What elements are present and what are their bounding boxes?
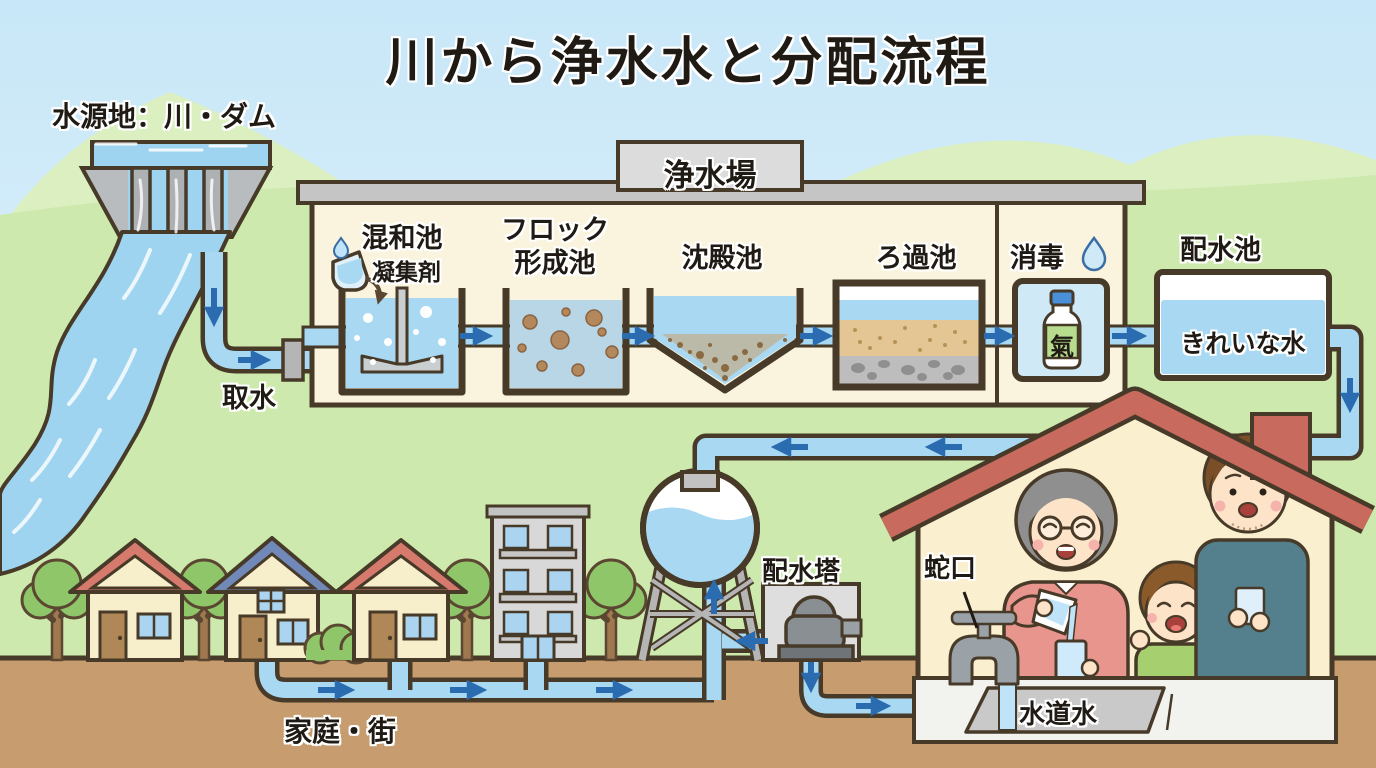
mixing-tank bbox=[331, 236, 466, 396]
faucet-label: 蛇口 bbox=[924, 554, 977, 584]
pump bbox=[777, 595, 863, 662]
kitchen-counter bbox=[912, 676, 1338, 744]
tap-water-label: 水道水 bbox=[1018, 700, 1097, 730]
distribution-pipe bbox=[692, 324, 1364, 486]
roof bbox=[879, 386, 1376, 542]
page-title: 川から浄水水と分配流程 bbox=[385, 33, 991, 93]
door bbox=[238, 614, 268, 662]
faucet bbox=[948, 591, 1020, 731]
town-label: 家庭・街 bbox=[284, 715, 397, 748]
filtration-tank bbox=[832, 279, 986, 391]
plant-sign bbox=[616, 140, 804, 192]
chlorine-bottle bbox=[1042, 289, 1082, 370]
house-2 bbox=[206, 536, 338, 662]
flow-arrows bbox=[203, 288, 1361, 717]
floc-basin-label: フロック 形成池 bbox=[492, 214, 618, 280]
water-source-label: 水源地：川・ダム bbox=[52, 100, 277, 133]
coagulant-cup bbox=[331, 236, 388, 305]
plant-sign-label: 浄水場 bbox=[663, 158, 757, 194]
dam bbox=[78, 140, 274, 240]
house-3 bbox=[334, 538, 468, 662]
disinfection-unit bbox=[1012, 235, 1110, 382]
bubbles bbox=[354, 306, 446, 365]
sedimentation-tank bbox=[646, 288, 804, 394]
woman bbox=[1002, 468, 1130, 691]
faucet-pointer-line bbox=[962, 591, 979, 629]
filtration-basin-label: ろ過池 bbox=[875, 243, 957, 274]
family-house bbox=[879, 386, 1376, 744]
intake-pipe bbox=[200, 252, 350, 382]
agitator bbox=[360, 286, 444, 374]
chlorine-bottle-label: 氣 bbox=[1050, 333, 1074, 361]
dam-gates bbox=[130, 166, 224, 240]
sediment-particles bbox=[668, 338, 787, 381]
floc-basin-label-line2: 形成池 bbox=[514, 248, 596, 279]
mixing-basin-label: 混和池 bbox=[361, 223, 443, 254]
tower-cap bbox=[680, 470, 720, 492]
door bbox=[368, 610, 398, 662]
clean-water-label: きれいな水 bbox=[1180, 329, 1306, 358]
house-1 bbox=[68, 538, 202, 662]
reservoir-label: 配水池 bbox=[1180, 235, 1261, 266]
intake-label: 取水 bbox=[222, 383, 276, 414]
river bbox=[0, 178, 232, 576]
underground-main bbox=[254, 650, 714, 703]
coagulant-label: 凝集剤 bbox=[372, 260, 441, 286]
glasses-icon bbox=[1037, 515, 1096, 541]
sedimentation-basin-label: 沈殿池 bbox=[681, 243, 763, 274]
apartment-building bbox=[485, 504, 591, 662]
floc-formation-tank bbox=[502, 288, 630, 396]
sand-layer bbox=[838, 320, 980, 356]
reservoir-tank bbox=[1154, 269, 1332, 381]
water-drop-icon bbox=[1081, 235, 1107, 272]
floc-basin-label-line1: フロック bbox=[501, 215, 609, 246]
door bbox=[98, 610, 128, 662]
distribution-tower-label: 配水塔 bbox=[762, 557, 841, 587]
pipe-coupling bbox=[281, 338, 305, 382]
disinfection-label: 消毒 bbox=[1010, 243, 1064, 274]
water-drop-icon bbox=[332, 236, 350, 259]
pump-station bbox=[761, 582, 863, 662]
floc-particles bbox=[517, 307, 619, 377]
